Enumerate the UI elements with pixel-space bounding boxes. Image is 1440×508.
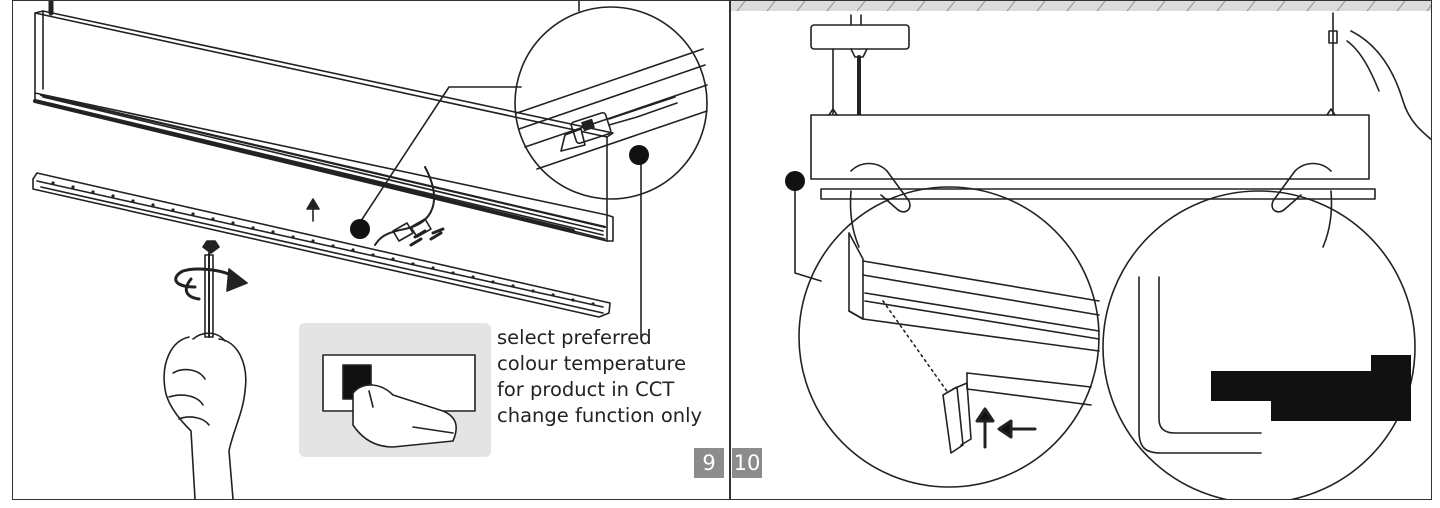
page-number-9: 9: [694, 448, 724, 478]
luminaire-assembly-illustration: [32, 1, 708, 499]
caption-line-4: change function only: [497, 404, 703, 427]
caption-line-1: select preferred: [497, 326, 652, 349]
cct-instruction-caption: select preferred colour temperature for …: [497, 325, 729, 429]
page-number-10: 10: [732, 448, 762, 478]
installation-illustration: [731, 1, 1431, 499]
caption-line-3: for product in CCT: [497, 378, 675, 401]
instruction-panel-page-9: select preferred colour temperature for …: [12, 0, 730, 500]
caption-line-2: colour temperature: [497, 352, 687, 375]
instruction-panel-page-10: [730, 0, 1432, 500]
